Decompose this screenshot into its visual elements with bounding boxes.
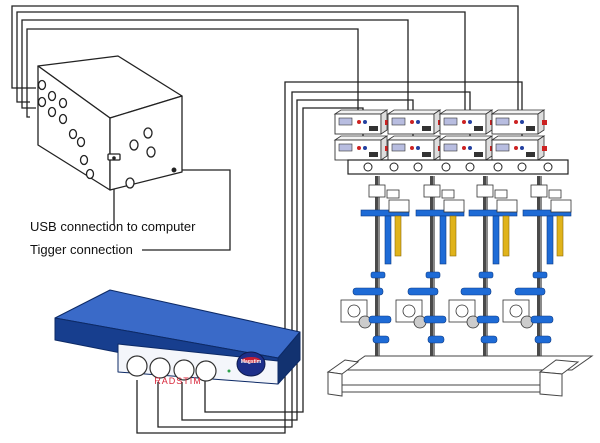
trigger-connection-label: Tigger connection <box>30 242 133 257</box>
rack-knob-3 <box>413 162 423 172</box>
box-ports <box>37 79 177 189</box>
rack-columns <box>340 176 572 364</box>
stim-module-bottom-2 <box>386 135 443 161</box>
radstim-model-label: RADSTIM <box>154 376 202 386</box>
usb-port-dot <box>112 156 116 160</box>
rack-knob-8 <box>543 162 553 172</box>
stim-module-top-2 <box>386 109 443 135</box>
usb-connection-label: USB connection to computer <box>30 219 196 234</box>
magstim-badge: Magstim <box>241 359 262 365</box>
rack-knob-1 <box>363 162 373 172</box>
rack-knob-2 <box>389 162 399 172</box>
rack-knob-7 <box>517 162 527 172</box>
stim-module-bottom-4 <box>490 135 547 161</box>
rack-knob-5 <box>465 162 475 172</box>
connection-wires <box>11 5 523 434</box>
stim-module-top-3 <box>438 109 495 135</box>
radstim-stimulator <box>54 289 301 385</box>
stimulator-modules <box>333 109 547 161</box>
rack-column-4 <box>502 176 572 364</box>
control-box <box>37 55 183 191</box>
rack-knobs <box>363 162 553 172</box>
rack-knob-4 <box>441 162 451 172</box>
stim-module-bottom-3 <box>438 135 495 161</box>
coil-rack <box>326 159 594 397</box>
rack-column-3 <box>448 176 518 364</box>
rack-column-2 <box>395 176 465 364</box>
stim-module-top-4 <box>490 109 547 135</box>
rack-base <box>326 355 594 397</box>
rack-column-1 <box>340 176 410 364</box>
rack-knob-6 <box>493 162 503 172</box>
stim-module-top-1 <box>333 109 390 135</box>
stim-outputs <box>126 355 217 382</box>
stim-module-bottom-1 <box>333 135 390 161</box>
